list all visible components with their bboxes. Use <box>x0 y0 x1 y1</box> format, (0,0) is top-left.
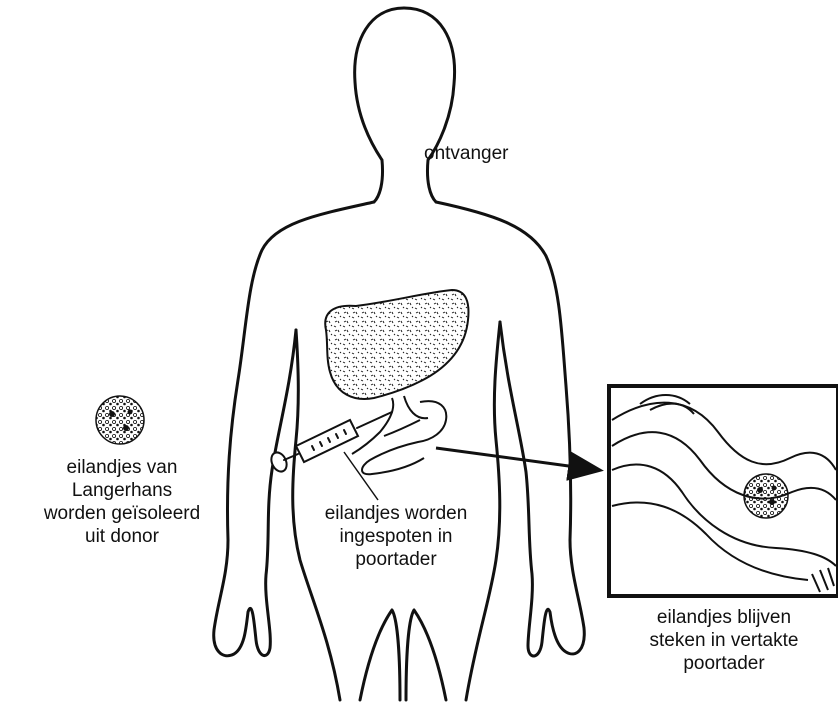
donor-label-line: eilandjes van <box>12 456 232 479</box>
liver-icon <box>325 290 468 399</box>
donor-label-line: worden geïsoleerd <box>12 502 232 525</box>
injection-label-line: poortader <box>296 548 496 571</box>
recipient-label: ontvanger <box>424 142 509 165</box>
result-label: eilandjes blijven steken in vertakte poo… <box>614 606 834 675</box>
donor-label-line: Langerhans <box>12 479 232 502</box>
injection-label: eilandjes worden ingespoten in poortader <box>296 502 496 571</box>
donor-label: eilandjes van Langerhans worden geïsolee… <box>12 456 232 548</box>
syringe-icon <box>268 412 392 474</box>
result-label-line: steken in vertakte <box>614 629 834 652</box>
arrow-to-inset <box>436 448 598 470</box>
result-label-line: eilandjes blijven <box>614 606 834 629</box>
donor-label-line: uit donor <box>12 525 232 548</box>
vein-inset-icon <box>609 386 838 596</box>
portal-vein-icon <box>352 396 446 474</box>
injection-label-line: ingespoten in <box>296 525 496 548</box>
donor-islet-icon <box>96 396 144 444</box>
injection-label-line: eilandjes worden <box>296 502 496 525</box>
result-label-line: poortader <box>614 652 834 675</box>
